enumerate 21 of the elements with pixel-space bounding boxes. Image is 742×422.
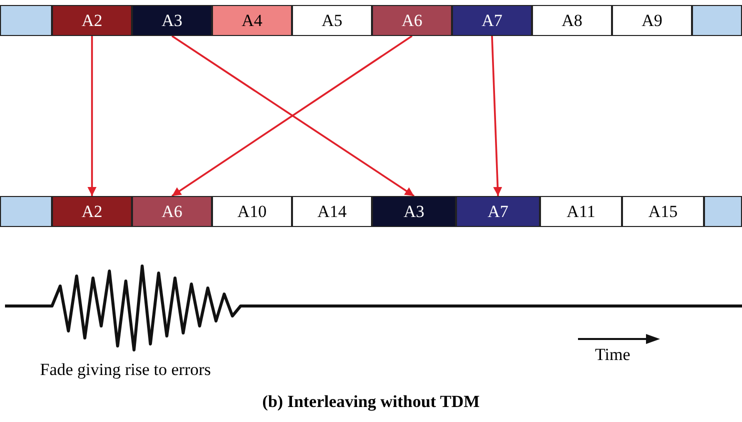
time-slot: A5 <box>292 5 372 36</box>
time-slot: A2 <box>52 196 132 227</box>
time-slot: A7 <box>456 196 540 227</box>
time-slot: A14 <box>292 196 372 227</box>
time-slot: A2 <box>52 5 132 36</box>
time-slot: A7 <box>452 5 532 36</box>
time-slot: A3 <box>372 196 456 227</box>
time-slot: A15 <box>622 196 704 227</box>
note-text: Fade giving rise to errors <box>40 360 211 380</box>
arrow <box>491 36 502 196</box>
time-slot: A6 <box>372 5 452 36</box>
arrow <box>88 36 96 196</box>
time-slot: A10 <box>212 196 292 227</box>
caption: (b) Interleaving without TDM <box>261 392 481 412</box>
time-slot: A9 <box>612 5 692 36</box>
time-slot: A3 <box>132 5 212 36</box>
axis-label: Time <box>595 345 630 365</box>
time-slot: A8 <box>532 5 612 36</box>
time-slot: A11 <box>540 196 622 227</box>
time-slot: A4 <box>212 5 292 36</box>
time-slot: A6 <box>132 196 212 227</box>
